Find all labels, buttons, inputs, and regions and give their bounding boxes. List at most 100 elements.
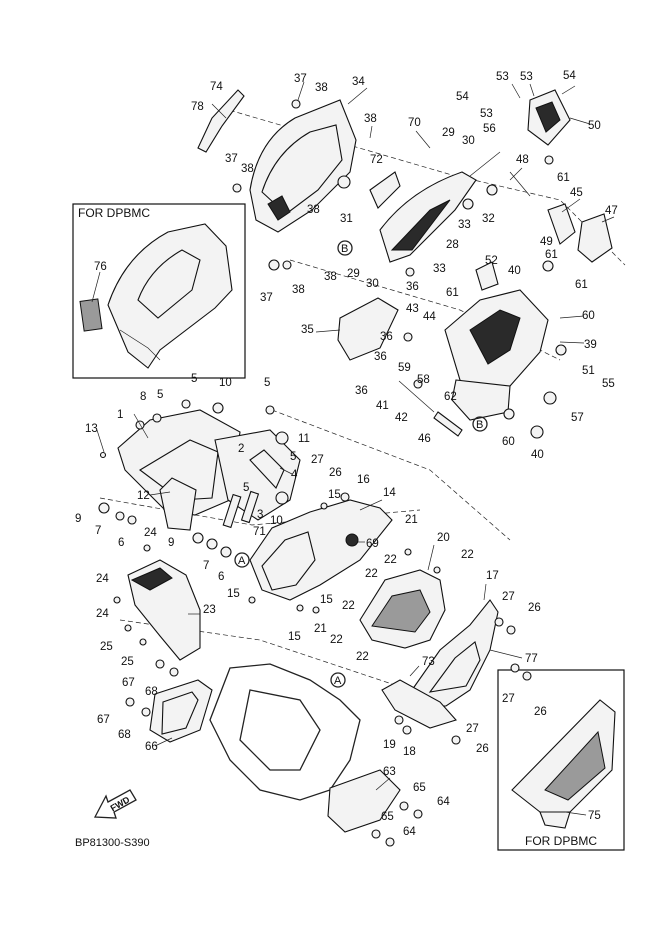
callout-32: 32 — [482, 213, 495, 225]
callout-64-b: 64 — [403, 826, 416, 838]
callout-21-b: 21 — [314, 623, 327, 635]
callout-29-b: 29 — [347, 268, 360, 280]
callout-22-b: 22 — [461, 549, 474, 561]
callout-48: 48 — [516, 154, 529, 166]
callout-15-a: 15 — [328, 489, 341, 501]
callout-19: 19 — [383, 739, 396, 751]
left-cowl-group — [98, 399, 511, 691]
callout-39: 39 — [584, 339, 597, 351]
callout-52: 52 — [485, 255, 498, 267]
callout-38-d: 38 — [307, 204, 320, 216]
callout-38-f: 38 — [324, 271, 337, 283]
callout-37-a: 37 — [294, 73, 307, 85]
ref-marker-b-1: B — [341, 243, 348, 255]
callout-72: 72 — [370, 154, 383, 166]
callout-56: 56 — [483, 123, 496, 135]
callout-13: 13 — [85, 423, 98, 435]
callout-33-b: 33 — [433, 263, 446, 275]
callout-75: 75 — [588, 810, 601, 822]
callout-28: 28 — [446, 239, 459, 251]
callout-58: 58 — [417, 374, 430, 386]
callout-9-a: 9 — [75, 513, 81, 525]
callout-54-a: 54 — [563, 70, 576, 82]
callout-65-b: 65 — [381, 811, 394, 823]
callout-36-a: 36 — [406, 281, 419, 293]
callout-27-c: 27 — [502, 693, 515, 705]
callout-46: 46 — [418, 433, 431, 445]
callout-27-a: 27 — [311, 454, 324, 466]
callout-24-c: 24 — [96, 608, 109, 620]
callout-36-b: 36 — [380, 331, 393, 343]
inset-dpbmc-bottom: FOR DPBMC 75 — [497, 669, 625, 851]
callout-15-c: 15 — [320, 594, 333, 606]
callout-73: 73 — [422, 656, 435, 668]
callout-36-c: 36 — [374, 351, 387, 363]
callout-30-a: 30 — [462, 135, 475, 147]
callout-63: 63 — [383, 766, 396, 778]
callout-33-a: 33 — [458, 219, 471, 231]
callout-71: 71 — [253, 526, 266, 538]
callout-70: 70 — [408, 117, 421, 129]
callout-65-a: 65 — [413, 782, 426, 794]
callout-10-a: 10 — [219, 377, 232, 389]
callout-62: 62 — [444, 391, 457, 403]
callout-59: 59 — [398, 362, 411, 374]
callout-25-a: 25 — [100, 641, 113, 653]
callout-2: 2 — [238, 443, 244, 455]
callout-21-a: 21 — [405, 514, 418, 526]
callout-26-d: 26 — [476, 743, 489, 755]
callout-61-b: 61 — [545, 249, 558, 261]
ref-marker-a-2: A — [334, 675, 342, 687]
callout-38-c: 38 — [241, 163, 254, 175]
callout-77: 77 — [525, 653, 538, 665]
callout-5-a: 5 — [157, 389, 163, 401]
callout-76: 76 — [94, 261, 107, 273]
callout-10-b: 10 — [270, 515, 283, 527]
callout-26-b: 26 — [528, 602, 541, 614]
callout-22-f: 22 — [356, 651, 369, 663]
callout-53-c: 53 — [480, 108, 493, 120]
callout-24-a: 24 — [144, 527, 157, 539]
ref-marker-a-1: A — [238, 555, 246, 567]
callout-22-e: 22 — [330, 634, 343, 646]
inset-bottom-title: FOR DPBMC — [525, 834, 597, 848]
callout-7-b: 7 — [203, 560, 209, 572]
callout-5-b: 5 — [191, 373, 197, 385]
callout-57: 57 — [571, 412, 584, 424]
callout-18: 18 — [403, 746, 416, 758]
callout-53-a: 53 — [496, 71, 509, 83]
callout-20: 20 — [437, 532, 450, 544]
callout-24-b: 24 — [96, 573, 109, 585]
callout-45: 45 — [570, 187, 583, 199]
callout-1: 1 — [117, 409, 123, 421]
callout-41: 41 — [376, 400, 389, 412]
upper-cowl-group — [197, 89, 626, 361]
callout-22-c: 22 — [365, 568, 378, 580]
callout-11: 11 — [298, 433, 310, 445]
callout-7-a: 7 — [95, 525, 101, 537]
callout-16: 16 — [357, 474, 370, 486]
callout-55: 55 — [602, 378, 615, 390]
frame-group — [125, 659, 423, 847]
callout-12: 12 — [137, 490, 150, 502]
callouts: 1 2 3 4 5 5 5 5 5 6 6 7 7 8 9 9 10 10 11… — [75, 70, 618, 838]
callout-5-c: 5 — [264, 377, 270, 389]
callout-67-b: 67 — [97, 714, 110, 726]
callout-17: 17 — [486, 570, 499, 582]
callout-35: 35 — [301, 324, 314, 336]
callout-44: 44 — [423, 311, 436, 323]
callout-61-c: 61 — [575, 279, 588, 291]
callout-78: 78 — [191, 101, 204, 113]
callout-60-a: 60 — [582, 310, 595, 322]
callout-15-b: 15 — [227, 588, 240, 600]
callout-36-d: 36 — [355, 385, 368, 397]
callout-60-b: 60 — [502, 436, 515, 448]
callout-53-b: 53 — [520, 71, 533, 83]
callout-6-a: 6 — [118, 537, 124, 549]
callout-27-d: 27 — [466, 723, 479, 735]
inset-dpbmc-top: FOR DPBMC 76 — [72, 203, 246, 379]
callout-37-b: 37 — [225, 153, 238, 165]
callout-40-b: 40 — [531, 449, 544, 461]
callout-50: 50 — [588, 120, 601, 132]
callout-26-c: 26 — [534, 706, 547, 718]
